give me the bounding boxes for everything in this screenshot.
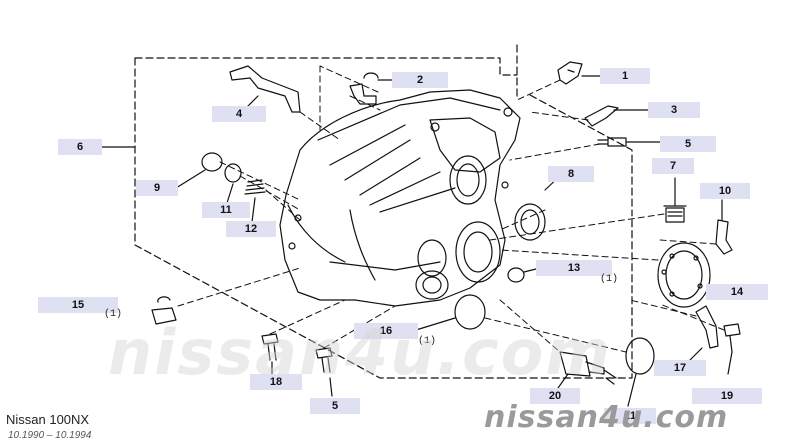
part-10-bracket <box>715 219 733 255</box>
callout-13: 13 <box>536 260 612 276</box>
watermark-corner: nissan4u.com <box>484 400 729 435</box>
callout-11: 11 <box>202 202 250 218</box>
qty-15: (1) <box>104 309 123 320</box>
part-3-bracket <box>584 105 619 127</box>
callout-2: 2 <box>392 72 448 88</box>
callout-4: 4 <box>212 106 266 122</box>
callout-20: 20 <box>530 388 580 404</box>
part-15-plug <box>151 296 177 325</box>
part-11-ring <box>224 163 242 183</box>
callout-14: 14 <box>706 284 768 300</box>
part-4-bracket <box>229 65 301 113</box>
callout-1: 1 <box>600 68 650 84</box>
part-5-bolt-b <box>315 347 333 373</box>
callout-10: 10 <box>700 183 750 199</box>
callout-15: 15 <box>38 297 118 313</box>
part-8-seal <box>514 203 546 241</box>
model-name: Nissan 100NX <box>6 412 90 427</box>
assembly-boundary <box>134 57 633 379</box>
watermark-center: nissan4u.com <box>108 316 612 389</box>
part-21-cap <box>625 337 655 375</box>
part-13-ring <box>507 267 525 283</box>
part-1-clip <box>557 61 583 85</box>
callout-9: 9 <box>136 180 178 196</box>
callout-17: 17 <box>654 360 706 376</box>
callout-6: 6 <box>58 139 102 155</box>
qty-16: (1) <box>418 336 437 347</box>
part-2-breather <box>349 72 379 105</box>
callout-3: 3 <box>648 102 700 118</box>
part-9-bushing <box>201 152 223 172</box>
callout-21: 21 <box>604 408 656 424</box>
production-dates: 10.1990 – 10.1994 <box>8 430 92 441</box>
callout-5-upper: 5 <box>660 136 716 152</box>
callout-19: 19 <box>692 388 762 404</box>
part-18-bolt <box>261 333 279 361</box>
callout-18: 18 <box>250 374 302 390</box>
part-20-switch <box>559 351 617 385</box>
part-17-bracket <box>695 305 719 349</box>
callout-7: 7 <box>652 158 694 174</box>
part-16-cap <box>454 294 486 330</box>
callout-5-lower: 5 <box>310 398 360 414</box>
part-14-flange <box>657 242 711 308</box>
part-19-bolt <box>723 323 741 353</box>
callout-8: 8 <box>548 166 594 182</box>
part-12-spring <box>244 179 266 195</box>
part-7-plug <box>663 205 687 223</box>
transaxle-housing <box>279 89 521 307</box>
callout-16: 16 <box>354 323 418 339</box>
qty-13: (1) <box>600 274 619 285</box>
callout-12: 12 <box>226 221 276 237</box>
